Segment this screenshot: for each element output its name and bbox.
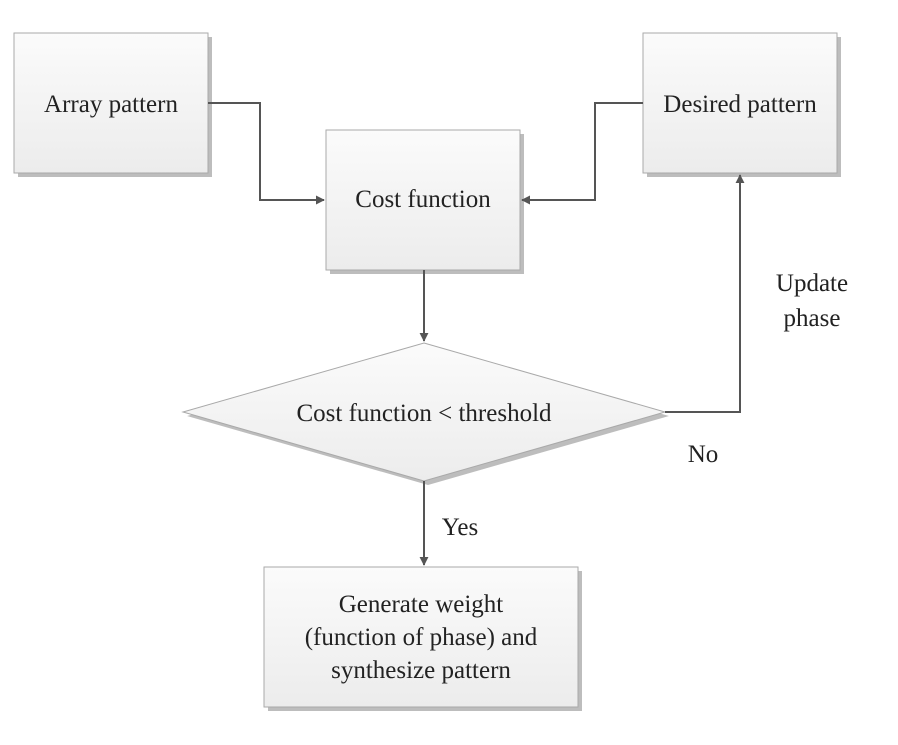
output-label-line-1: Generate weight (339, 591, 504, 618)
output-label-line-3: synthesize pattern (331, 657, 511, 684)
cost-function-node: Cost function (325, 129, 524, 274)
decision-label: Cost function < threshold (296, 400, 552, 427)
array-pattern-label: Array pattern (44, 91, 178, 118)
output-label-line-2: (function of phase) and (305, 624, 538, 651)
update-phase-label-line-2: phase (784, 305, 841, 332)
desired-pattern-label: Desired pattern (663, 91, 817, 118)
threshold-decision-node: Cost function < threshold (181, 342, 669, 485)
edge-array-to-cost (208, 102, 325, 205)
update-phase-label-line-1: Update (776, 270, 848, 297)
generate-weight-node: Generate weight (function of phase) and … (263, 566, 582, 711)
edge-decision-no-to-desired (665, 174, 745, 413)
array-pattern-node: Array pattern (13, 32, 212, 177)
desired-pattern-node: Desired pattern (642, 32, 841, 177)
no-branch-label: No (688, 441, 719, 468)
edge-desired-to-cost (521, 102, 643, 205)
cost-function-label: Cost function (355, 186, 491, 213)
yes-branch-label: Yes (442, 514, 478, 541)
